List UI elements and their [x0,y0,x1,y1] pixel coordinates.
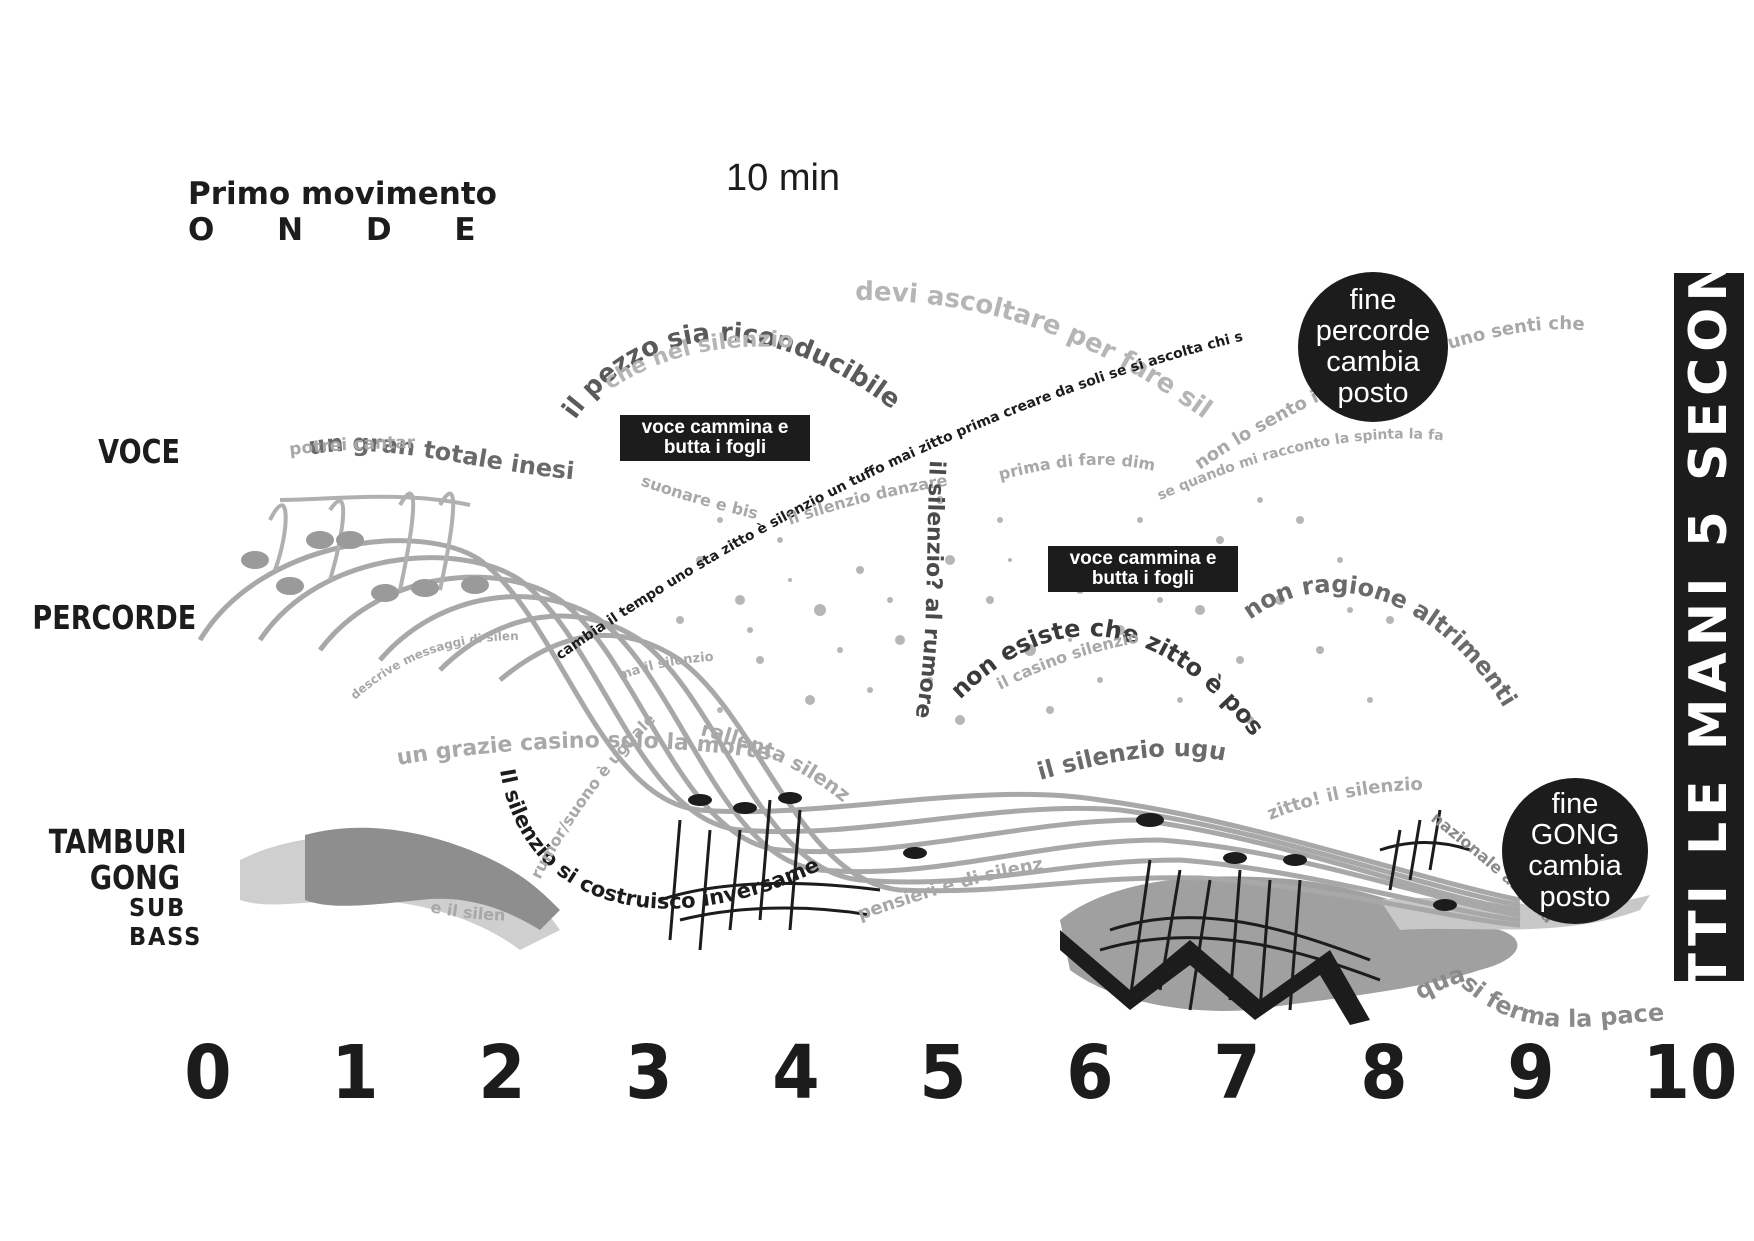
timeline-tick: 7 [1213,1030,1261,1116]
instrument-label-gong: GONG [89,858,180,897]
speckle-cloud [676,496,1394,725]
svg-text:un gran totale inesistente: un gran totale inesistente [0,0,576,485]
timeline-tick: 1 [331,1030,379,1116]
cue-box-voce-2: voce cammina e butta i fogli [1048,546,1238,592]
timeline-tick: 2 [478,1030,526,1116]
svg-text:rallenta silenzio: rallenta silenzio [0,0,855,807]
svg-text:che nel silenzio: che nel silenzio [600,328,794,395]
timeline-tick: 8 [1360,1030,1408,1116]
cue-box-voce-1: voce cammina e butta i fogli [620,415,810,461]
ink-scribbles [659,799,1471,1011]
ink-notes [688,792,1457,1025]
circle-line: posto [1337,377,1409,409]
circle-line: posto [1539,881,1611,913]
circle-line: GONG [1530,819,1620,851]
timeline-tick: 4 [772,1030,820,1116]
instrument-label-tamburi: TAMBURI [48,822,187,861]
movement-subtitle: O N D E [188,212,502,248]
phrase: zitto! il silenzio [1264,774,1423,825]
svg-text:devi ascoltare per fare silenz: devi ascoltare per fare silenzio [0,0,1217,425]
cue-line: butta i fogli [663,437,767,458]
timeline-tick: 9 [1507,1030,1555,1116]
svg-text:il silenzio? al rumore: il silenzio? al rumore [910,460,949,721]
side-banner-text: BATTI LE MANI 5 SECONDI [1679,177,1739,1077]
circle-fine-percorde: fine percorde cambia posto [1298,272,1448,422]
svg-text:zitto! il silenzio: zitto! il silenzio [1264,774,1423,825]
duration-label: 10 min [726,157,841,199]
svg-text:potrei cantare il coraggio di: potrei cantare il coraggio di [0,0,416,460]
phrase: descrive messaggi di silenzio se sento [0,0,519,702]
circle-line: fine [1551,788,1599,820]
instrument-label-sub-bass: SUB BASS [129,893,203,951]
circle-line: cambia [1528,850,1622,882]
svg-text:descrive messaggi di silenzio: descrive messaggi di silenzio se sento [0,0,519,702]
wave-strings [197,538,1521,928]
phrase: rallenta silenzio [0,0,855,807]
circle-line: cambia [1326,346,1420,378]
timeline-tick: 5 [919,1030,967,1116]
timeline-tick: 0 [184,1030,232,1116]
phrase: potrei cantare il coraggio di [0,0,416,460]
phrase: devi ascoltare per fare silenzio [0,0,1217,425]
circle-fine-gong: fine GONG cambia posto [1502,778,1648,924]
instrument-label-percorde: PERCORDE [32,598,197,637]
timeline-tick: 3 [625,1030,673,1116]
phrase: il silenzio? al rumore [910,460,949,721]
bass-ribbon-dark [305,827,560,930]
phrase: si ferma la pace [1456,969,1665,1033]
instrument-label-voce: VOCE [98,432,180,471]
movement-title: Primo movimento [188,176,497,212]
cue-line: voce cammina e [641,417,789,438]
svg-text:si ferma la pace: si ferma la pace [1456,969,1665,1033]
cue-line: butta i fogli [1091,568,1195,589]
timeline-tick: 10 [1642,1030,1738,1116]
phrase: che nel silenzio [600,328,794,395]
voice-blobs [241,531,489,602]
phrase: un gran totale inesistente [0,0,576,485]
circle-line: fine [1349,284,1397,316]
cue-line: voce cammina e [1069,548,1217,569]
timeline-tick: 6 [1066,1030,1114,1116]
circle-line: percorde [1315,315,1431,347]
side-banner: BATTI LE MANI 5 SECONDI [1674,178,1744,1076]
voice-strokes [268,491,471,591]
